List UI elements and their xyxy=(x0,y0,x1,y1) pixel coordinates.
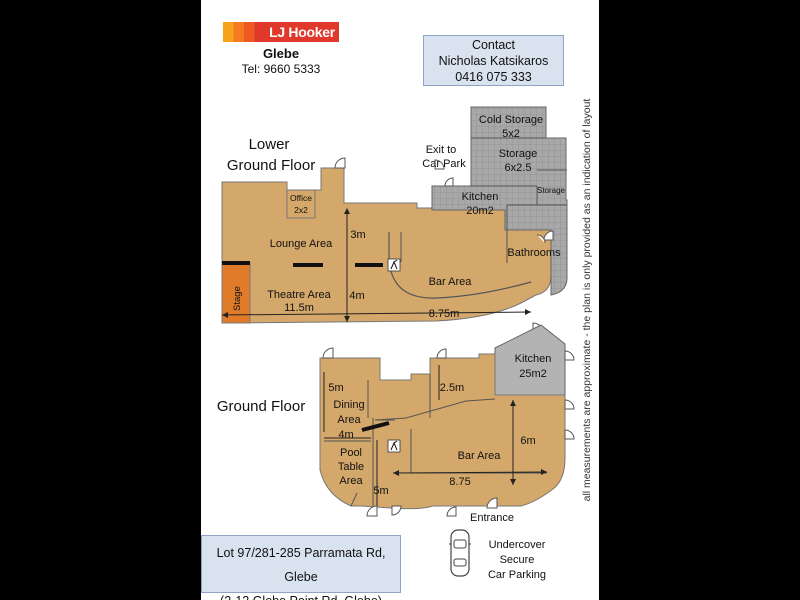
contact-box: Contact Nicholas Katsikaros 0416 075 333 xyxy=(423,35,564,86)
parking-line-2: Secure xyxy=(499,554,535,566)
ground-kitchen-size: 25m2 xyxy=(519,368,547,380)
logo-stripes xyxy=(223,22,265,42)
agency-office: Glebe xyxy=(262,46,300,61)
lower-kitchen-label: Kitchen xyxy=(462,191,499,203)
parking-note: Undercover Secure Car Parking xyxy=(477,538,557,583)
cold-storage-label: Cold Storage xyxy=(479,114,543,126)
lower-ground-floor-plan: Lower Ground Floor Exit to Car Park Cold… xyxy=(221,106,568,334)
lower-kitchen-size: 20m2 xyxy=(466,205,494,217)
address-box: Lot 97/281-285 Parramata Rd, Glebe (2-12… xyxy=(201,535,401,600)
lower-dim-875: 8.75m xyxy=(429,308,460,320)
lower-dim-3m: 3m xyxy=(350,229,365,241)
floor-plan-drawing: Lower Ground Floor Exit to Car Park Cold… xyxy=(217,106,575,524)
theatre-label: Theatre Area xyxy=(267,289,331,301)
ground-dim-6m: 6m xyxy=(520,435,535,447)
storage-label: Storage xyxy=(499,148,538,160)
pool-label-2: Table xyxy=(338,461,364,473)
logo-text: LJ Hooker xyxy=(265,22,339,42)
exit-label-2: Car Park xyxy=(422,158,466,170)
address-line-1: Lot 97/281-285 Parramata Rd, Glebe xyxy=(216,546,386,584)
lift-icon xyxy=(387,439,401,453)
cold-storage-size: 5x2 xyxy=(502,128,520,140)
storage-small-label: Storage xyxy=(537,186,566,195)
lower-dim-4m: 4m xyxy=(349,290,364,302)
parking-line-3: Car Parking xyxy=(487,569,547,581)
lower-floor-title-1: Lower xyxy=(249,136,290,153)
entrance-label: Entrance xyxy=(470,512,514,524)
lower-bar-label: Bar Area xyxy=(429,276,473,288)
lounge-label: Lounge Area xyxy=(270,238,333,250)
door-swing-icon xyxy=(334,157,554,244)
exit-label-1: Exit to xyxy=(426,144,457,156)
agency-logo: LJ Hooker xyxy=(223,22,339,42)
ground-dim-4m: 4m xyxy=(338,429,353,441)
office-room xyxy=(286,189,316,219)
ground-kitchen-label: Kitchen xyxy=(515,353,552,365)
parking-line-1: Undercover xyxy=(488,539,546,551)
ground-bar-label: Bar Area xyxy=(458,450,502,462)
ground-dim-875: 8.75 xyxy=(449,476,470,488)
theatre-length: 11.5m xyxy=(284,302,314,314)
address-line-2: (2-12 Glebe Point Rd, Glebe) xyxy=(202,589,400,600)
ground-floor-title: Ground Floor xyxy=(217,398,305,415)
measurement-disclaimer: all measurements are approximate - the p… xyxy=(581,98,593,502)
contact-heading: Contact xyxy=(471,38,516,52)
ground-floor-area xyxy=(319,353,566,510)
ground-dim-5m: 5m xyxy=(328,382,343,394)
floor-plan-sheet: LJ Hooker Glebe Tel: 9660 5333 Contact N… xyxy=(201,0,599,600)
pool-label-3: Area xyxy=(339,475,363,487)
agency-tel: Tel: 9660 5333 xyxy=(241,62,321,76)
office-size: 2x2 xyxy=(294,205,308,215)
office-label: Office xyxy=(290,193,312,203)
dining-label-1: Dining xyxy=(333,399,364,411)
storage-size: 6x2.5 xyxy=(505,162,532,174)
contact-phone: 0416 075 333 xyxy=(455,70,532,84)
lift-icon xyxy=(387,258,401,272)
lower-service-area xyxy=(431,106,568,296)
stage-label: Stage xyxy=(232,286,243,311)
ground-dim-5m-lower: 5m xyxy=(373,485,388,497)
ground-dim-25m: 2.5m xyxy=(440,382,464,394)
contact-name: Nicholas Katsikaros xyxy=(438,54,549,68)
dining-label-2: Area xyxy=(337,414,361,426)
pool-label-1: Pool xyxy=(340,447,362,459)
lower-floor-title-2: Ground Floor xyxy=(227,157,315,174)
ground-floor-plan: Ground Floor 5m Dining Area 4m 2.5m Kitc… xyxy=(217,324,575,524)
car-icon xyxy=(449,529,471,577)
bathrooms-label: Bathrooms xyxy=(507,247,561,259)
